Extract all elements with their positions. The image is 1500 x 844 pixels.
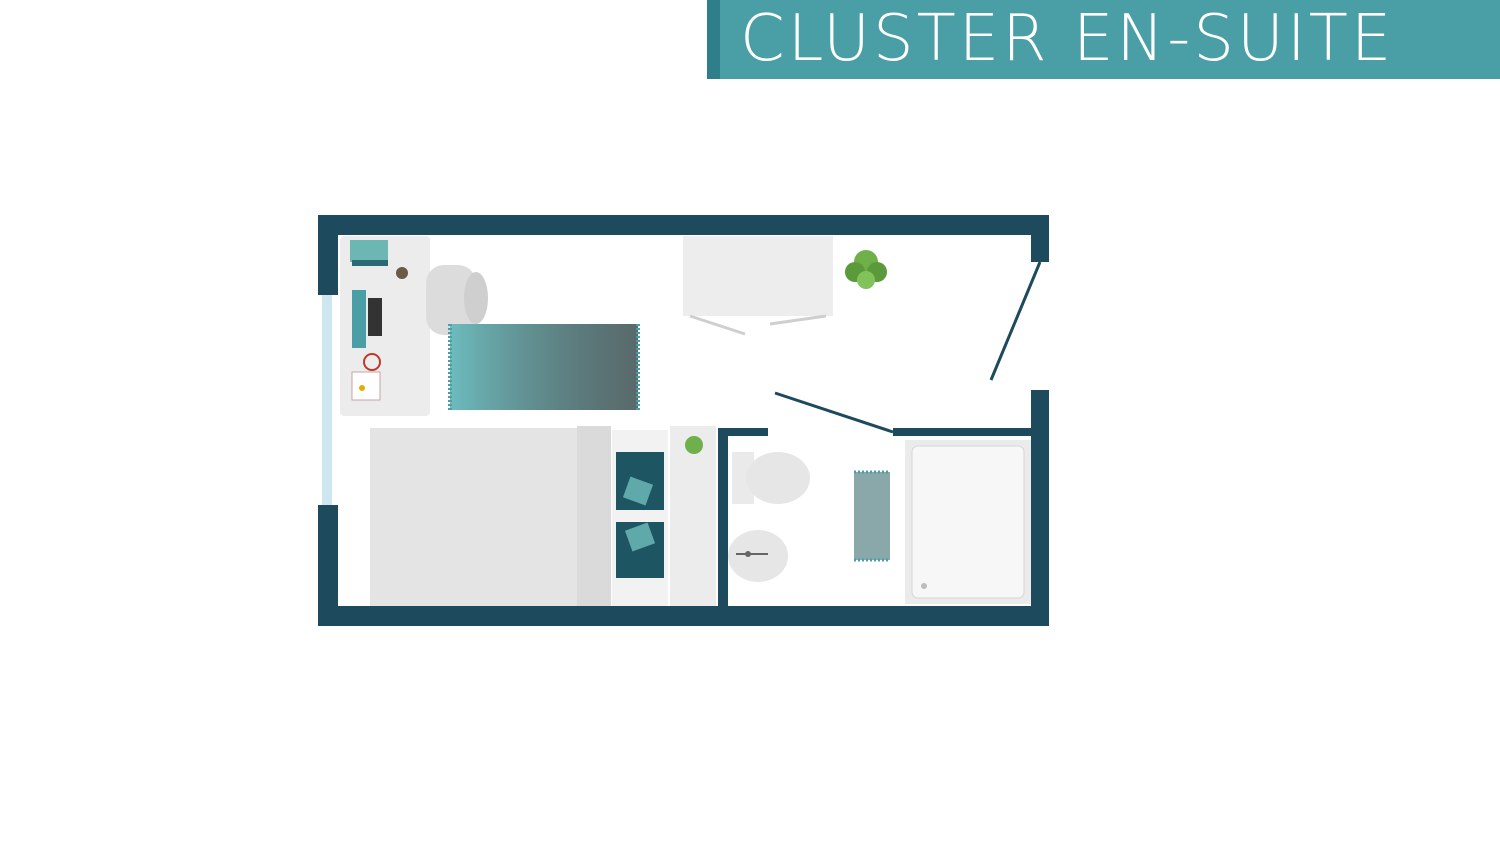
sink-icon: [728, 530, 788, 582]
wall-top: [318, 215, 1049, 235]
bed-icon: [370, 426, 668, 606]
wall-bathroom-left: [718, 428, 728, 606]
wall-right-lower: [1031, 390, 1049, 626]
office-chair-icon: [426, 265, 488, 335]
wall-left-upper: [318, 215, 338, 295]
shower-tray-icon: [905, 440, 1031, 604]
wall-bathroom-top-right: [893, 428, 1041, 436]
door-swing-icon: [774, 391, 894, 434]
wall-bottom: [318, 606, 1049, 626]
plant-icon: [845, 250, 887, 289]
wall-left-lower: [318, 505, 338, 626]
plant-icon: [685, 436, 703, 454]
page-title: CLUSTER EN-SUITE: [740, 2, 1395, 76]
wall-right-upper: [1031, 215, 1049, 262]
window-icon: [322, 295, 332, 505]
wall-bathroom-top-left: [718, 428, 768, 436]
desk-icon: [340, 236, 430, 416]
bedside-shelf-icon: [670, 426, 716, 606]
title-banner: CLUSTER EN-SUITE: [707, 0, 1500, 79]
wardrobe-icon: [683, 236, 833, 336]
door-swing-icon: [989, 261, 1042, 381]
toilet-icon: [732, 452, 810, 504]
rug-icon: [448, 324, 640, 410]
bath-mat-icon: [854, 470, 890, 562]
outer-walls: [318, 215, 1049, 626]
